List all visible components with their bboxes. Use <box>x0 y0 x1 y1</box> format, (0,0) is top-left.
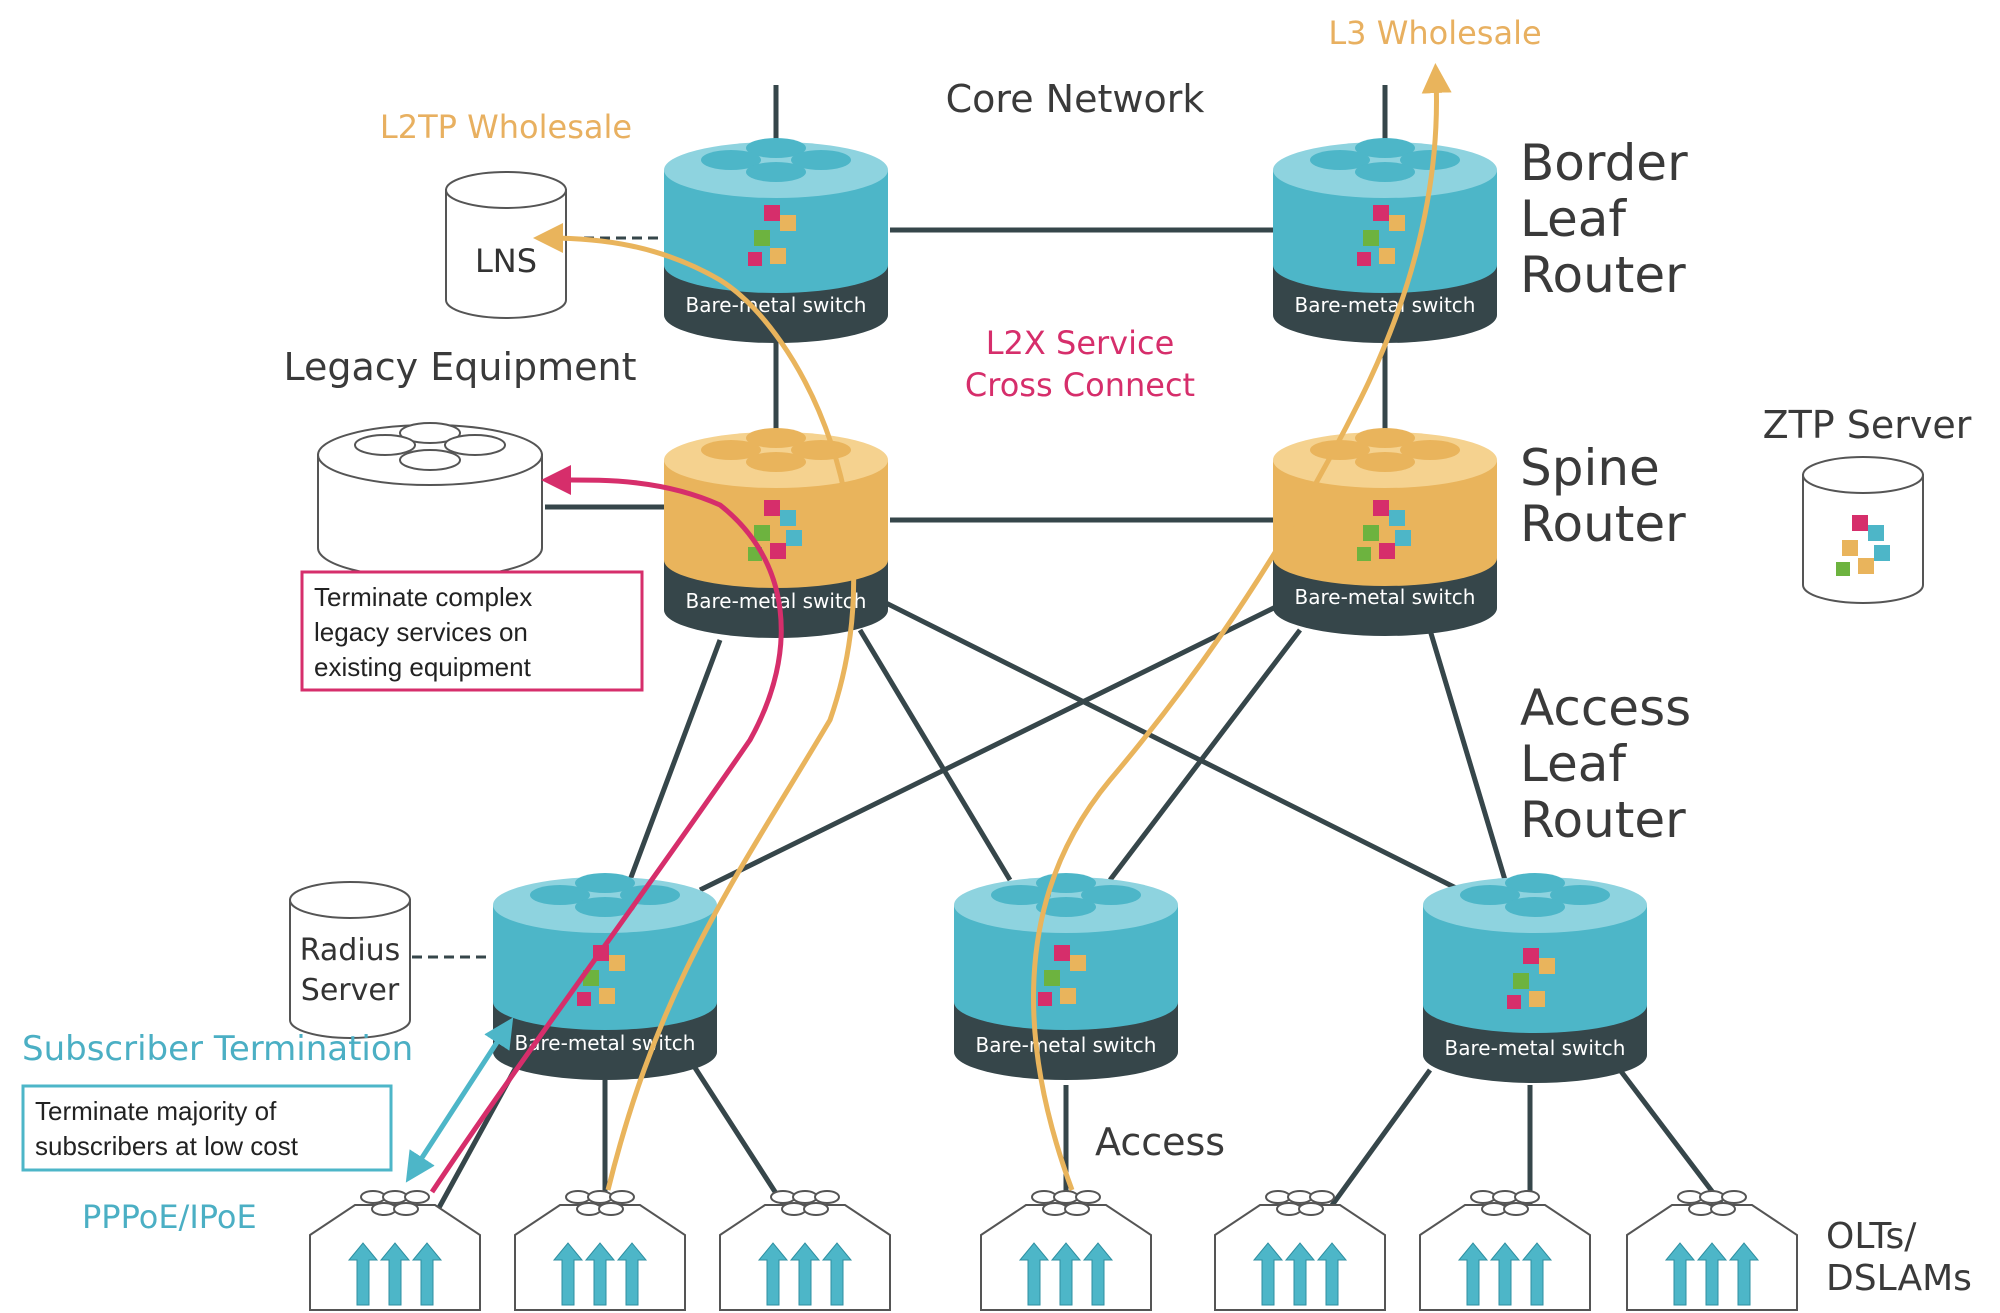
l2x-label-line2: Cross Connect <box>965 366 1195 404</box>
radius-server: Radius Server <box>289 881 411 1039</box>
legacy-note-line1: Terminate complex <box>314 582 532 612</box>
legacy-note-line3: existing equipment <box>314 652 532 682</box>
cube-logo-icon <box>1836 515 1890 576</box>
border-leaf-label-line1: Border <box>1520 134 1688 192</box>
pppoe-label: PPPoE/IPoE <box>82 1198 257 1236</box>
access-leaf-label-line1: Access <box>1520 679 1691 737</box>
access-leaf-label-line3: Router <box>1520 791 1686 849</box>
spine-left-to-access-mid <box>857 628 1013 882</box>
olt-dslam-site-icon <box>309 1190 481 1311</box>
olt-sites <box>309 1190 1798 1311</box>
olt-dslam-site-icon <box>719 1190 891 1311</box>
olt-dslam-site-icon <box>514 1190 686 1311</box>
lns-server: LNS <box>445 171 567 319</box>
switch-label: Bare-metal switch <box>1295 585 1476 609</box>
border-leaf-label-line2: Leaf <box>1520 190 1627 248</box>
l2tp-wholesale-label: L2TP Wholesale <box>380 108 632 146</box>
access-left-to-site3 <box>687 1058 793 1217</box>
switch-label: Bare-metal switch <box>686 293 867 317</box>
radius-label-line1: Radius <box>300 933 401 968</box>
subscriber-termination-label: Subscriber Termination <box>22 1029 413 1069</box>
ztp-server <box>1802 456 1924 604</box>
subscriber-note-line2: subscribers at low cost <box>35 1131 299 1161</box>
cube-logo-icon <box>1357 500 1411 561</box>
spine-right-to-access-right <box>1427 629 1508 881</box>
l3-wholesale-label: L3 Wholesale <box>1328 14 1541 52</box>
ztp-server-label: ZTP Server <box>1763 403 1972 447</box>
olt-dslam-site-icon <box>1626 1190 1798 1311</box>
spine-right-to-access-left <box>698 597 1292 893</box>
switch-label: Bare-metal switch <box>1295 293 1476 317</box>
spine-switch-right: Bare-metal switch <box>1273 428 1497 636</box>
olts-label-line2: DSLAMs <box>1826 1258 1972 1299</box>
cube-logo-icon <box>1038 945 1092 1006</box>
subscriber-note-box: Terminate majority of subscribers at low… <box>21 1084 393 1172</box>
legacy-equipment-label: Legacy Equipment <box>283 345 636 389</box>
legacy-router <box>317 422 543 579</box>
legacy-note-box: Terminate complex legacy services on exi… <box>300 570 644 692</box>
l2x-label-line1: L2X Service <box>986 324 1175 362</box>
access-leaf-switch-left: Bare-metal switch <box>493 873 717 1080</box>
access-label: Access <box>1095 1120 1225 1164</box>
olt-dslam-site-icon <box>1419 1190 1591 1311</box>
legacy-note-line2: legacy services on <box>314 617 528 647</box>
olt-dslam-site-icon <box>980 1190 1152 1311</box>
l3-wholesale-flow <box>1031 63 1452 1191</box>
border-leaf-label-line3: Router <box>1520 246 1686 304</box>
border-leaf-switch-left: Bare-metal switch <box>664 138 888 343</box>
olt-dslam-site-icon <box>1214 1190 1386 1311</box>
cube-logo-icon <box>748 500 802 561</box>
lns-label: LNS <box>475 242 537 280</box>
radius-label-line2: Server <box>301 973 400 1008</box>
l2x-cross-connect-flow <box>429 464 784 1194</box>
border-leaf-switch-right: Bare-metal switch <box>1273 138 1497 343</box>
cube-logo-icon <box>1357 205 1411 266</box>
l2tp-wholesale-flow <box>533 223 857 1191</box>
switch-label: Bare-metal switch <box>976 1033 1157 1057</box>
spine-label-line2: Router <box>1520 495 1686 553</box>
access-right-to-site5 <box>1322 1068 1433 1217</box>
subscriber-termination-flow <box>405 1017 514 1183</box>
cube-logo-icon <box>1507 948 1561 1009</box>
olts-label-line1: OLTs/ <box>1826 1216 1917 1257</box>
spine-left-to-access-left <box>627 639 723 881</box>
access-leaf-switch-middle: Bare-metal switch <box>954 873 1178 1080</box>
cube-logo-icon <box>748 205 802 266</box>
spine-right-to-access-mid <box>1108 628 1302 882</box>
spine-left-to-access-right <box>878 597 1482 903</box>
switch-label: Bare-metal switch <box>1445 1036 1626 1060</box>
core-network-label: Core Network <box>946 77 1205 121</box>
switch-label: Bare-metal switch <box>515 1031 696 1055</box>
access-leaf-label-line2: Leaf <box>1520 735 1627 793</box>
spine-label-line1: Spine <box>1520 439 1660 497</box>
subscriber-note-line1: Terminate majority of <box>35 1096 277 1126</box>
access-leaf-switch-right: Bare-metal switch <box>1423 873 1647 1083</box>
